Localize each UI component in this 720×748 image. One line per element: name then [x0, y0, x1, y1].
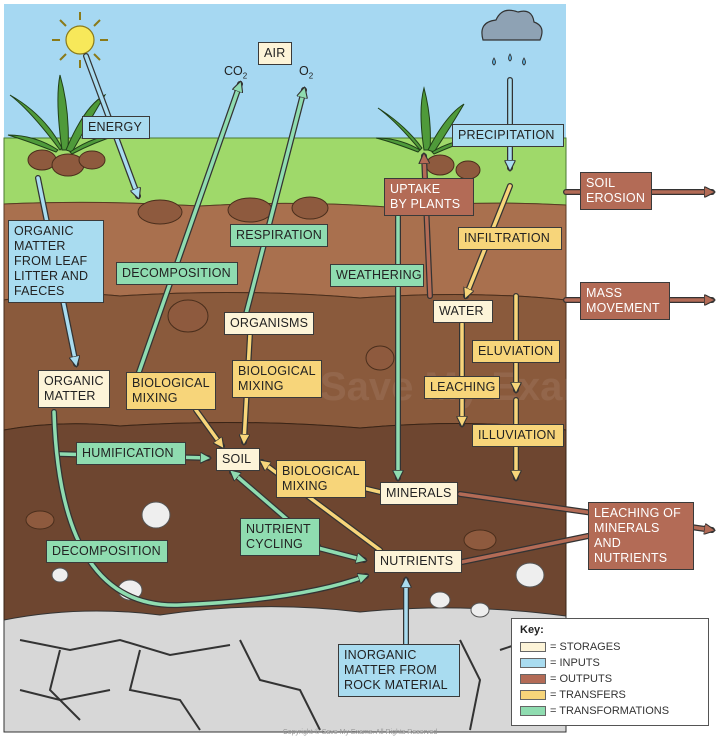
soil-erosion-label: SOIL EROSION: [580, 172, 652, 210]
rain-cloud-icon: [481, 9, 543, 66]
biological-mixing-left-label: BIOLOGICAL MIXING: [126, 372, 216, 410]
pebble: [167, 299, 209, 333]
uptake-by-plants-label: UPTAKE BY PLANTS: [384, 178, 474, 216]
respiration-label: RESPIRATION: [230, 224, 328, 247]
stone: [470, 602, 490, 618]
biological-mixing-lower-label: BIOLOGICAL MIXING: [276, 460, 366, 498]
legend-swatch: [520, 674, 546, 685]
inorganic-matter-label: INORGANIC MATTER FROM ROCK MATERIAL: [338, 644, 460, 697]
minerals-label: MINERALS: [380, 482, 458, 505]
legend-swatch: [520, 658, 546, 669]
legend-swatch: [520, 690, 546, 701]
mass-movement-label: MASS MOVEMENT: [580, 282, 670, 320]
plant-right-icon: [375, 86, 481, 180]
nutrient-cycling-label: NUTRIENT CYCLING: [240, 518, 320, 556]
legend-item-transfers: = TRANSFERS: [520, 689, 626, 703]
decomposition-top-label: DECOMPOSITION: [116, 262, 238, 285]
organic-matter-label: ORGANIC MATTER: [38, 370, 110, 408]
organisms-label: ORGANISMS: [224, 312, 314, 335]
nutrients-label: NUTRIENTS: [374, 550, 462, 573]
soil-label: SOIL: [216, 448, 260, 471]
decomposition-bottom-label: DECOMPOSITION: [46, 540, 168, 563]
leaching-of-minerals-label: LEACHING OF MINERALS AND NUTRIENTS: [588, 502, 694, 570]
illuviation-label: ILLUVIATION: [472, 424, 564, 447]
eluviation-label: ELUVIATION: [472, 340, 560, 363]
legend-item-transformations: = TRANSFORMATIONS: [520, 705, 669, 719]
air-label: AIR: [258, 42, 292, 65]
water-label: WATER: [433, 300, 493, 323]
energy-label: ENERGY: [82, 116, 150, 139]
stone: [51, 567, 69, 583]
stone: [141, 501, 171, 529]
legend-title: Key:: [520, 624, 544, 636]
legend-item-inputs: = INPUTS: [520, 657, 600, 671]
organic-matter-leaf-label: ORGANIC MATTER FROM LEAF LITTER AND FAEC…: [8, 220, 104, 303]
pebble: [365, 345, 395, 371]
stone: [429, 591, 451, 609]
infiltration-label: INFILTRATION: [458, 227, 562, 250]
pebble: [291, 196, 329, 220]
legend-item-storages: = STORAGES: [520, 641, 620, 655]
sun-icon: [52, 12, 108, 68]
humification-label: HUMIFICATION: [76, 442, 186, 465]
biological-mixing-mid-label: BIOLOGICAL MIXING: [232, 360, 322, 398]
stone: [515, 562, 545, 588]
legend: Key: = STORAGES = INPUTS = OUTPUTS = TRA…: [511, 618, 709, 726]
pebble: [25, 510, 55, 530]
co2-label: CO2: [224, 64, 248, 81]
pebble: [227, 197, 273, 223]
pebble: [137, 199, 183, 225]
precipitation-label: PRECIPITATION: [452, 124, 564, 147]
pebble: [463, 529, 497, 551]
legend-item-outputs: = OUTPUTS: [520, 673, 612, 687]
copyright-text: Copyright © Save My Exams. All Rights Re…: [282, 729, 438, 736]
legend-swatch: [520, 642, 546, 653]
bedrock-layer: [3, 606, 567, 733]
legend-swatch: [520, 706, 546, 717]
o2-label: O2: [299, 64, 314, 81]
weathering-label: WEATHERING: [330, 264, 424, 287]
leaching-label: LEACHING: [424, 376, 500, 399]
